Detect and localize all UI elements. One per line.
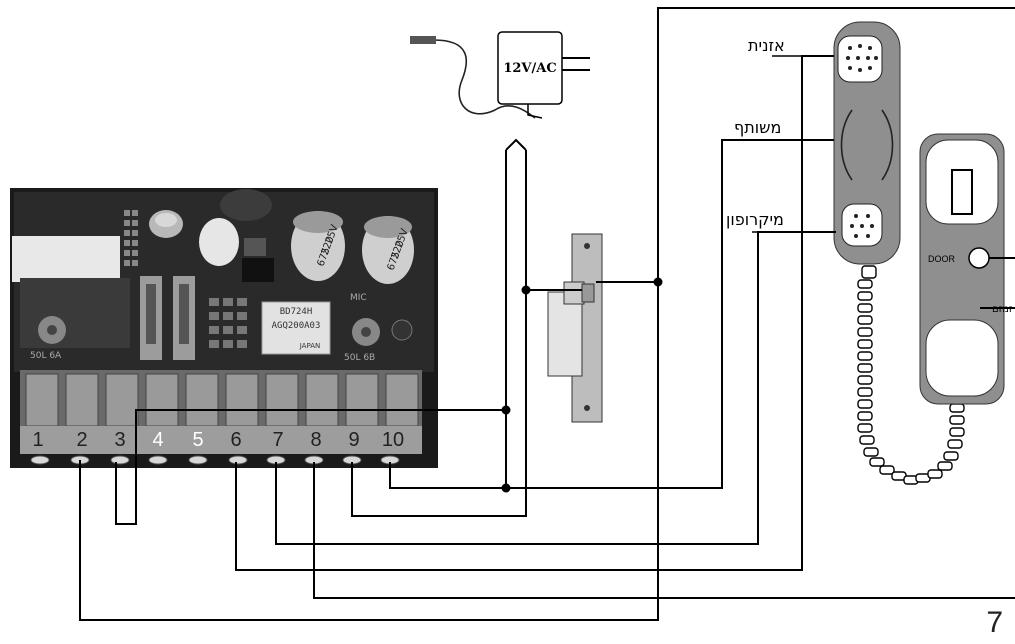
terminal-3: 3 xyxy=(114,429,125,451)
wires xyxy=(79,7,1015,621)
wire-terminal-8 xyxy=(313,462,1015,599)
pot-label-b: 50L 6B xyxy=(344,353,375,363)
power-adapter: 12V/AC xyxy=(410,31,590,119)
relay-text-2: AGQ200A03 xyxy=(272,321,321,331)
relay: BD724H AGQ200A03 JAPAN xyxy=(261,301,331,355)
adapter-body xyxy=(497,31,563,105)
label-common: משותף xyxy=(734,118,782,137)
terminal-9: 9 xyxy=(348,429,359,451)
large-capacitor-left: 675 220 25V xyxy=(291,211,345,281)
hook-switch xyxy=(951,169,973,215)
relay-text-3: JAPAN xyxy=(299,342,321,350)
terminal-5: 5 xyxy=(192,429,203,451)
door-strike xyxy=(547,233,603,423)
buzzer-label: זמזם xyxy=(992,304,1013,315)
terminal-6: 6 xyxy=(230,429,241,451)
adapter-plug-tip xyxy=(410,36,436,44)
wire-terminal-3-loop xyxy=(115,409,506,525)
door-button xyxy=(968,247,990,269)
relay-text-1: BD724H xyxy=(280,307,313,317)
handset xyxy=(833,21,901,265)
terminal-2: 2 xyxy=(76,429,87,451)
wire-terminal-7 xyxy=(275,231,836,545)
terminal-10: 10 xyxy=(382,429,404,451)
transformer-label-block xyxy=(12,236,120,282)
terminal-block xyxy=(20,370,422,454)
wall-unit: DOOR זמזם xyxy=(919,133,1013,405)
wire-terminal-10 xyxy=(389,139,834,489)
adapter-label: 12V/AC xyxy=(503,61,556,76)
white-capacitor xyxy=(199,218,239,266)
mic-label: MIC xyxy=(350,293,367,303)
terminal-4: 4 xyxy=(152,429,163,451)
terminal-8: 8 xyxy=(310,429,321,451)
terminal-7: 7 xyxy=(272,429,283,451)
door-label: DOOR xyxy=(928,254,956,264)
label-earpiece: אזנית xyxy=(748,36,785,55)
junction-dots xyxy=(501,277,663,493)
wire-terminal-9 xyxy=(351,289,582,517)
large-capacitor-right: 675 220 25V xyxy=(362,216,414,284)
page-number: 7 xyxy=(986,606,1003,639)
control-board: 675 220 25V 675 220 25V BD724H AGQ200A03 xyxy=(10,188,438,468)
pot-label-a: 50L 6A xyxy=(30,351,62,361)
wire-terminal-2 xyxy=(79,7,1015,621)
wire-terminal-6 xyxy=(235,55,834,571)
coiled-cord xyxy=(857,265,965,485)
terminal-1: 1 xyxy=(32,429,43,451)
label-microphone: מיקרופון xyxy=(726,210,784,229)
